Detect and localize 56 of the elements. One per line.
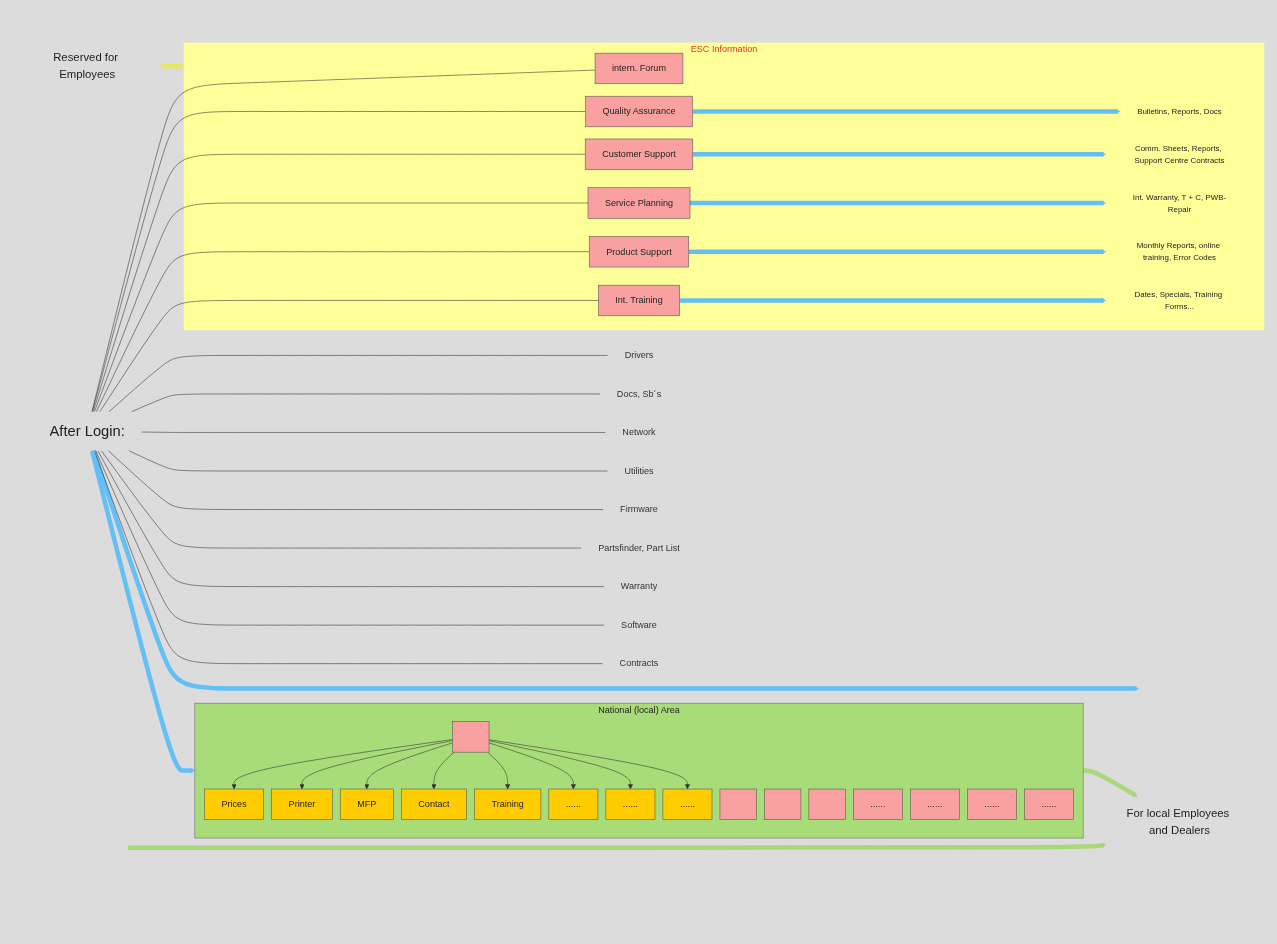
connector: [93, 450, 603, 664]
node-text: Warranty: [620, 581, 657, 591]
connector: [94, 450, 604, 626]
connector: [141, 431, 606, 433]
connector: [93, 202, 588, 412]
node-text: Utilities: [623, 465, 654, 476]
node-box: Service Planning: [587, 187, 690, 219]
arrow: [89, 450, 195, 773]
arrow: [679, 297, 1106, 303]
node-box: Product Support: [588, 236, 689, 268]
node-box: ......: [548, 788, 598, 820]
arrow: [692, 151, 1106, 157]
node-box: ......: [605, 788, 655, 820]
node-box: Int. Training: [597, 284, 680, 316]
node-text: Docs, Sb´s: [616, 388, 661, 399]
node-text: For local Employees and Dealers: [1126, 807, 1229, 837]
connector: [100, 450, 581, 549]
node-box: Prices: [203, 788, 264, 820]
node-box: [763, 788, 801, 820]
arrow: [91, 449, 1139, 691]
node-text: After Login:: [49, 422, 125, 440]
node-text: Network: [621, 427, 656, 437]
connector: [99, 300, 599, 412]
node-box: Printer: [270, 788, 333, 820]
node-box: intern. Forum: [594, 52, 683, 84]
arrow: [689, 200, 1106, 206]
node-box: ......: [662, 788, 712, 820]
connector: [128, 450, 608, 472]
node-box: Customer Support: [584, 138, 693, 170]
node-box: [719, 788, 757, 820]
arrow: [159, 63, 184, 69]
arrow: [692, 108, 1120, 114]
node-box: ......: [1023, 788, 1074, 820]
node-text: Drivers: [624, 350, 653, 360]
node-box: ......: [966, 788, 1017, 820]
node-box: ......: [852, 788, 903, 820]
connector: [107, 450, 603, 510]
connector: [95, 251, 590, 412]
arrow: [688, 249, 1106, 255]
node-box: Contact: [400, 788, 467, 820]
arrow: [1082, 768, 1138, 798]
node-text: Reserved for Employees: [52, 51, 118, 81]
node-box: ......: [909, 788, 960, 820]
connector: [131, 393, 600, 412]
node-box: Training: [473, 788, 541, 820]
connector: [97, 450, 604, 587]
node-box: [451, 721, 489, 753]
node-box: MFP: [339, 788, 394, 820]
node-text: Contracts: [619, 658, 658, 669]
connector: [108, 355, 608, 412]
node-text: Firmware: [619, 504, 658, 514]
node-box: Quality Assurance: [584, 95, 693, 127]
arrow: [127, 842, 1106, 850]
node-text: Software: [620, 619, 657, 630]
node-text: Partsfinder, Part List: [597, 542, 680, 553]
node-box: [808, 788, 846, 820]
